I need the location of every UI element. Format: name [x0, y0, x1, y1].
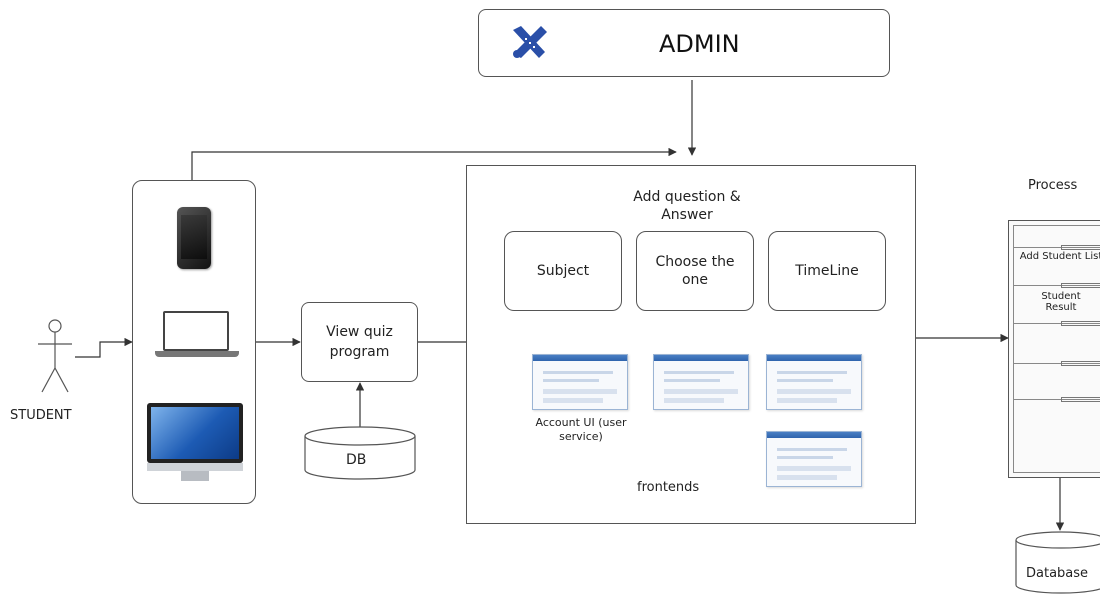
frontend-screen-4: [766, 431, 862, 487]
admin-box: ADMIN: [478, 9, 890, 77]
process-panel: Add Student List Student Result: [1008, 220, 1100, 478]
laptop-icon: [155, 311, 239, 361]
devices-box: [132, 180, 256, 504]
account-ui-label: Account UI (user service): [535, 416, 627, 443]
student-result-label: Student Result: [1041, 291, 1081, 313]
view-quiz-label: View quiz program: [326, 324, 393, 360]
frontends-label: frontends: [637, 480, 700, 495]
phone-icon: [177, 207, 211, 269]
crossed-tools-icon: [513, 26, 547, 58]
subject-button[interactable]: Subject: [504, 231, 622, 311]
panel-heading: Add question & Answer: [633, 189, 741, 223]
monitor-icon: [147, 403, 243, 483]
choose-the-one-label: Choose the one: [655, 254, 735, 288]
db-label: DB: [346, 452, 367, 468]
db-cylinder: [304, 426, 416, 480]
student-label: STUDENT: [10, 408, 72, 423]
subject-label: Subject: [536, 263, 590, 279]
database-cylinder: [1015, 531, 1100, 594]
frontend-screen-3: [766, 354, 862, 410]
view-quiz-box[interactable]: View quiz program: [301, 302, 418, 382]
edge-student-to-devices: [75, 337, 133, 358]
person-icon: [38, 319, 72, 393]
database-label: Database: [1026, 566, 1089, 581]
add-student-list-label: Add Student List: [1019, 251, 1100, 262]
admin-title: ADMIN: [659, 30, 740, 58]
choose-the-one-button[interactable]: Choose the one: [636, 231, 754, 311]
frontend-screen-2: [653, 354, 749, 410]
timeline-label: TimeLine: [795, 263, 859, 279]
timeline-button[interactable]: TimeLine: [768, 231, 886, 311]
edge-devices-to-panel: [191, 147, 677, 180]
frontend-panel: Add question & Answer Subject Choose the…: [466, 165, 916, 524]
account-ui-screen: [532, 354, 628, 410]
process-row: [1013, 247, 1100, 248]
process-title: Process: [1028, 178, 1078, 193]
